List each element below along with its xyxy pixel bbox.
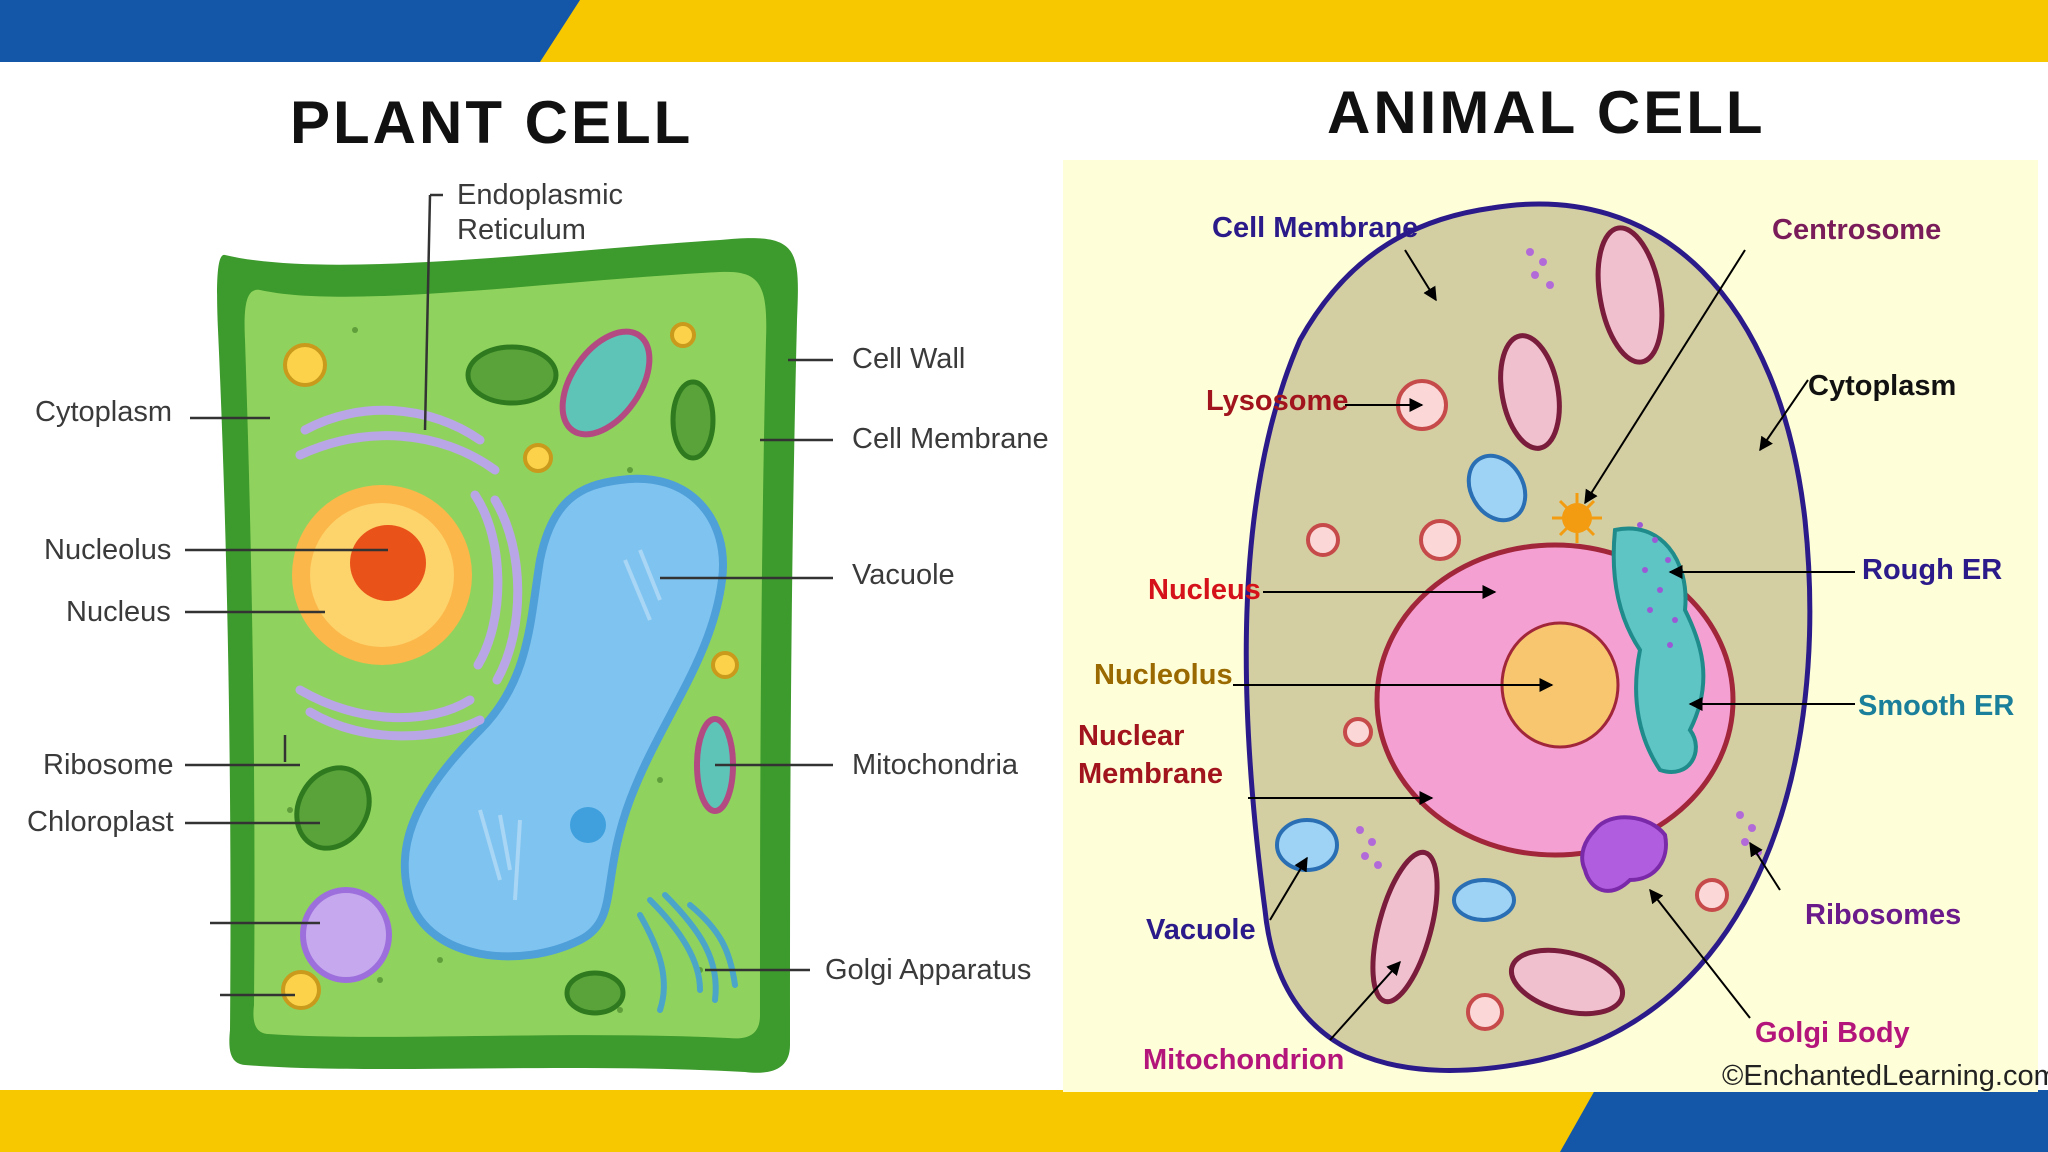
animal-label-nucleus: Nucleus [1148, 574, 1261, 606]
animal-cell-title: ANIMAL CELL [1327, 79, 1766, 146]
animal-vacuoles [1275, 453, 1528, 922]
plant-mitochondria [559, 328, 736, 814]
plant-label-cell-membrane: Cell Membrane [852, 423, 1049, 455]
plant-label-ribosome: Ribosome [43, 749, 174, 781]
plant-label-mitochondria: Mitochondria [852, 749, 1019, 781]
animal-label-centrosome: Centrosome [1772, 214, 1942, 246]
plant-label-nucleus: Nucleus [66, 596, 171, 628]
plant-label-nucleolus: Nucleolus [44, 534, 172, 566]
animal-label-lysosome: Lysosome [1206, 385, 1349, 417]
animal-er [1611, 522, 1706, 774]
plant-nucleolus [350, 525, 426, 601]
plant-cell-title: PLANT CELL [290, 89, 694, 156]
plant-ribosome-dots [287, 327, 703, 1013]
plant-vesicle [300, 887, 392, 983]
plant-label-vacuole: Vacuole [852, 559, 955, 591]
animal-label-cell-membrane: Cell Membrane [1212, 212, 1419, 244]
animal-label-rough-er: Rough ER [1862, 554, 2003, 586]
animal-label-smooth-er: Smooth ER [1858, 690, 2015, 722]
plant-leader-lines [185, 193, 833, 997]
animal-lysosomes [1306, 379, 1729, 1031]
animal-label-vacuole: Vacuole [1146, 914, 1256, 946]
plant-cell [185, 193, 833, 1073]
animal-golgi [1580, 815, 1668, 893]
bottom-banner [0, 1090, 2048, 1152]
plant-er [295, 405, 523, 741]
animal-label-mitochondrion: Mitochondrion [1143, 1044, 1345, 1076]
plant-vacuole-crystals [478, 549, 662, 901]
plant-golgi [637, 892, 738, 1013]
animal-label-nucleolus: Nucleolus [1094, 659, 1233, 691]
plant-label-er: Endoplasmic Reticulum [457, 179, 624, 246]
plant-label-cell-wall: Cell Wall [852, 343, 966, 375]
plant-vacuole-spot [570, 807, 606, 843]
credit-text: ©EnchantedLearning.com [1722, 1060, 2048, 1092]
plant-granules [281, 322, 739, 1010]
plant-label-golgi: Golgi Apparatus [825, 954, 1032, 986]
top-banner [0, 0, 2048, 62]
plant-vacuole [400, 474, 727, 961]
plant-chloroplasts [294, 344, 716, 1016]
animal-cell [1233, 201, 1855, 1073]
animal-label-nuclear-membrane: Nuclear Membrane [1078, 720, 1224, 790]
animal-label-golgi: Golgi Body [1755, 1017, 1910, 1049]
plant-label-chloroplast: Chloroplast [27, 806, 174, 838]
animal-arrows [1233, 249, 1855, 1041]
animal-label-ribosomes: Ribosomes [1805, 899, 1962, 931]
animal-centrosome [1552, 493, 1602, 543]
animal-mitochondria [1370, 225, 1665, 1017]
animal-label-cytoplasm: Cytoplasm [1808, 370, 1957, 402]
plant-label-cytoplasm: Cytoplasm [35, 396, 172, 428]
